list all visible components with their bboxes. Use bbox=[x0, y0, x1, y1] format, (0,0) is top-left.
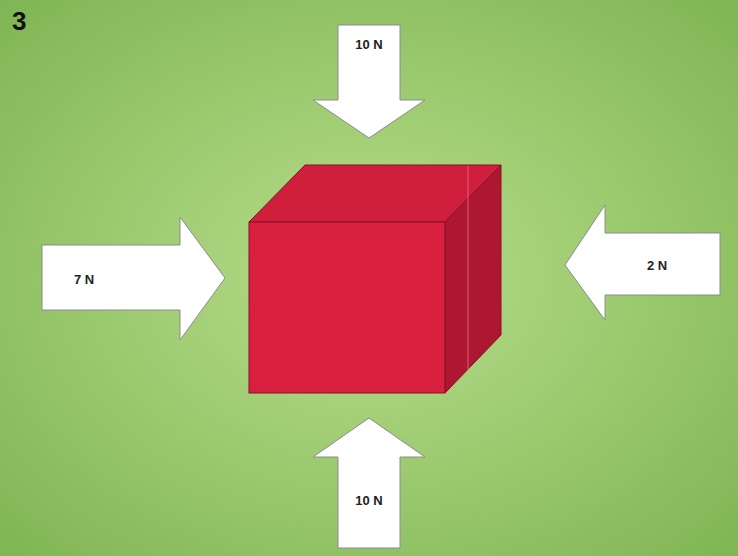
arrow-outline bbox=[42, 217, 225, 340]
figure-number: 3 bbox=[12, 6, 26, 37]
force-arrow-up: 10 N bbox=[313, 418, 425, 548]
arrow-shape bbox=[565, 205, 720, 320]
arrow-outline bbox=[313, 25, 425, 138]
force-value: 10 N bbox=[355, 37, 382, 52]
arrow-outline bbox=[313, 418, 425, 548]
force-arrow-left: 2 N bbox=[565, 205, 720, 320]
cube-front bbox=[249, 222, 445, 393]
force-arrow-down: 10 N bbox=[313, 25, 425, 138]
cube-edge-highlight bbox=[468, 166, 469, 370]
force-arrow-right: 7 N bbox=[42, 217, 225, 340]
arrow-shape bbox=[42, 217, 225, 340]
force-value: 2 N bbox=[647, 258, 667, 273]
arrow-shape bbox=[313, 418, 425, 548]
force-value: 10 N bbox=[355, 493, 382, 508]
arrow-outline bbox=[565, 205, 720, 320]
cube-side bbox=[445, 165, 501, 393]
force-value: 7 N bbox=[74, 272, 94, 287]
